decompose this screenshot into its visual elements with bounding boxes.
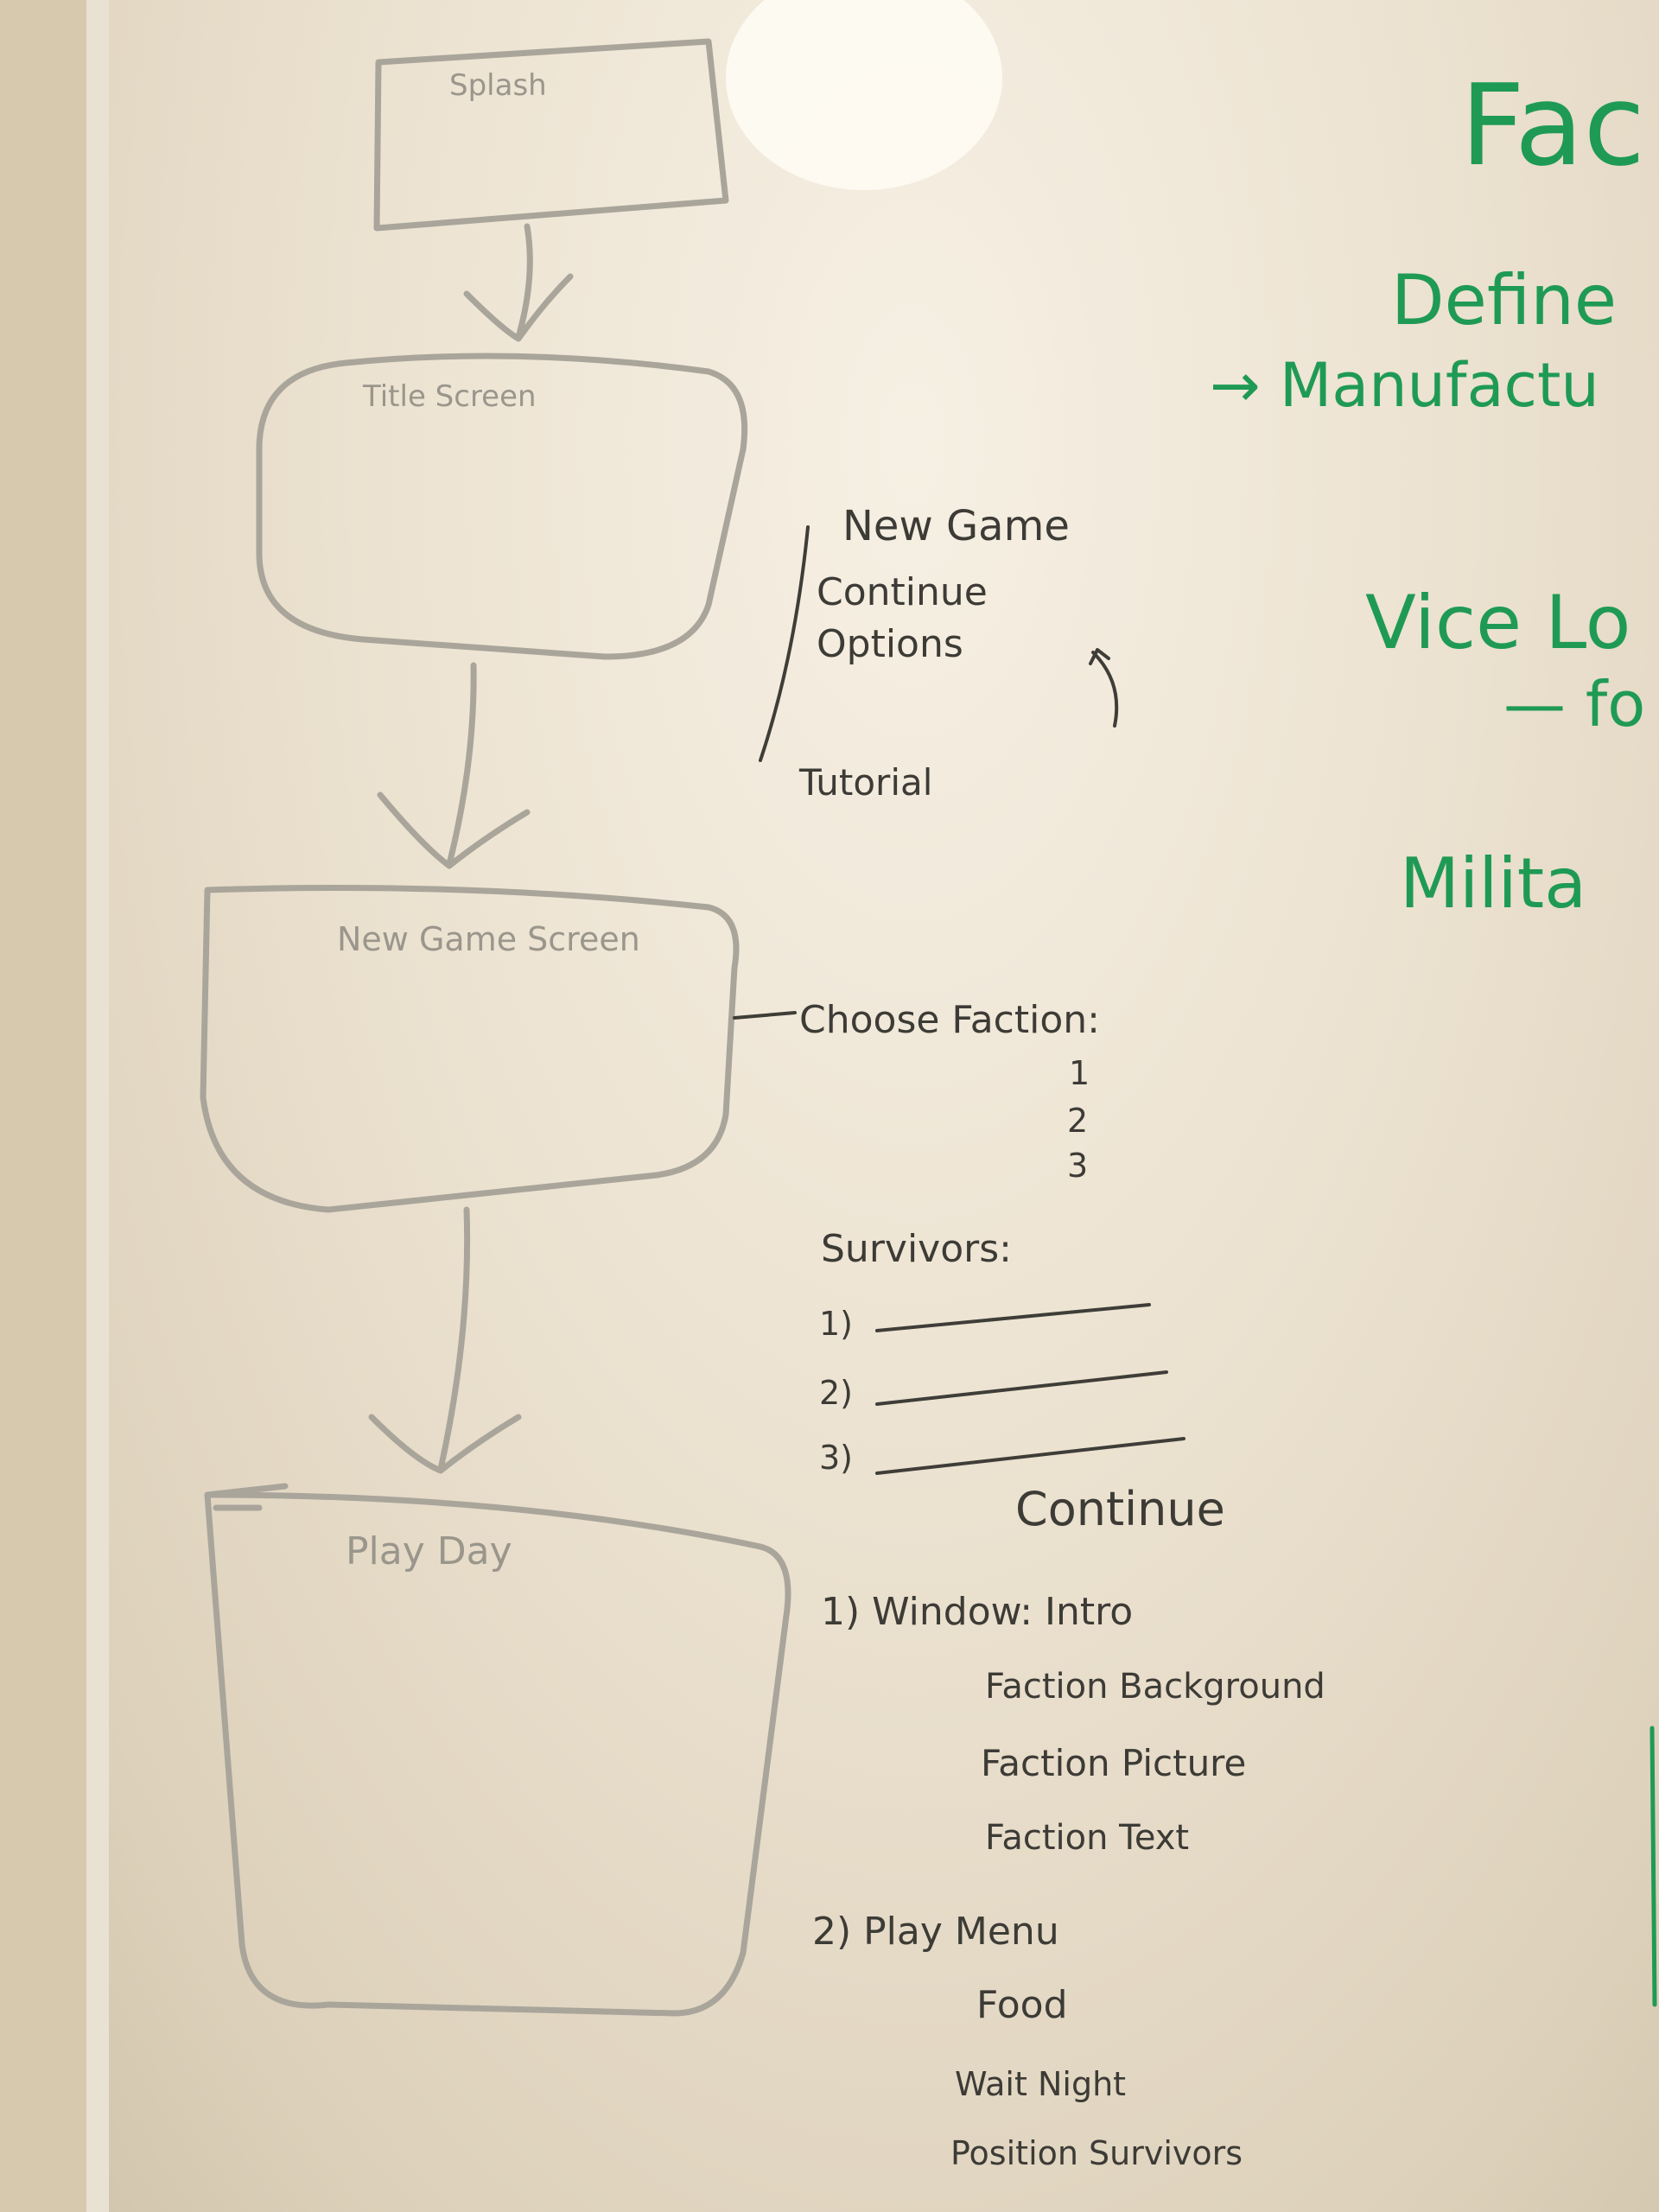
survivor-slot-3: 3) <box>819 1439 853 1477</box>
play-menu-item-1: Food <box>976 1983 1068 2027</box>
window-intro-item-2: Faction Picture <box>981 1742 1246 1784</box>
right-notes-edge-mark <box>1649 1726 1657 2007</box>
continue-label: Continue <box>1015 1482 1225 1536</box>
right-notes-line-5: Milita <box>1400 843 1586 924</box>
survivor-slot-2: 2) <box>819 1374 853 1412</box>
window-intro-item-3: Faction Text <box>985 1818 1189 1858</box>
choose-faction-label: Choose Faction: <box>799 998 1100 1042</box>
flow-box-title-screen: Title Screen <box>256 353 748 660</box>
play-day-notes: 1) Window: Intro Faction Background Fact… <box>812 1590 1325 2172</box>
title-menu-item-continue: Continue <box>817 570 988 614</box>
right-notes-line-4: — fo <box>1503 668 1645 741</box>
flow-box-splash: Splash <box>373 38 729 232</box>
light-glare <box>726 0 1002 190</box>
arrow-splash-to-title <box>463 223 574 342</box>
window-intro-heading: 1) Window: Intro <box>821 1590 1133 1634</box>
title-menu-item-new-game: New Game <box>842 502 1070 550</box>
new-game-connector <box>733 1011 797 1020</box>
right-notes-line-3: Vice Lo <box>1365 580 1630 666</box>
title-menu-item-options: Options <box>817 622 963 666</box>
survivor-slot-1: 1) <box>819 1305 853 1343</box>
survivor-slot-1-line <box>875 1303 1151 1332</box>
title-menu-notes: New Game Continue Options Tutorial <box>759 502 1119 804</box>
arrow-newgame-to-playday <box>368 1206 522 1474</box>
right-notes-heading: Fac <box>1460 60 1645 191</box>
play-menu-heading: 2) Play Menu <box>812 1910 1059 1954</box>
survivor-slot-2-line <box>875 1370 1168 1406</box>
flow-box-splash-label: Splash <box>449 68 547 103</box>
title-menu-bracket <box>759 525 810 762</box>
play-menu-item-3: Position Survivors <box>950 2134 1243 2172</box>
flow-box-new-game-label: New Game Screen <box>337 920 640 958</box>
flow-box-title-label: Title Screen <box>362 379 537 414</box>
faction-number-1: 1 <box>1069 1054 1090 1092</box>
right-notes-line-1: Define <box>1391 260 1617 340</box>
right-green-notes: Fac Define → Manufactu Vice Lo — fo Mili… <box>1210 60 1657 2007</box>
title-menu-item-tutorial: Tutorial <box>798 761 932 804</box>
play-day-small-arrow <box>204 1483 289 1511</box>
flow-box-play-day-label: Play Day <box>346 1529 512 1573</box>
board-left-edge <box>0 0 86 2212</box>
play-menu-item-2: Wait Night <box>955 2065 1126 2103</box>
board-frame-rail <box>86 0 109 2212</box>
right-notes-line-2: → Manufactu <box>1210 350 1599 421</box>
flow-box-play-day: Play Day <box>204 1483 791 2017</box>
faction-number-2: 2 <box>1067 1102 1088 1140</box>
arrow-title-to-newgame <box>377 662 531 869</box>
window-intro-item-1: Faction Background <box>985 1667 1325 1707</box>
options-curved-arrow <box>1089 648 1119 728</box>
new-game-notes: Choose Faction: 1 2 3 Survivors: 1) 2) 3… <box>733 998 1225 1536</box>
survivors-label: Survivors: <box>821 1227 1012 1271</box>
survivor-slot-3-line <box>875 1437 1185 1475</box>
faction-number-3: 3 <box>1067 1147 1088 1185</box>
flow-box-new-game-screen: New Game Screen <box>200 885 740 1213</box>
